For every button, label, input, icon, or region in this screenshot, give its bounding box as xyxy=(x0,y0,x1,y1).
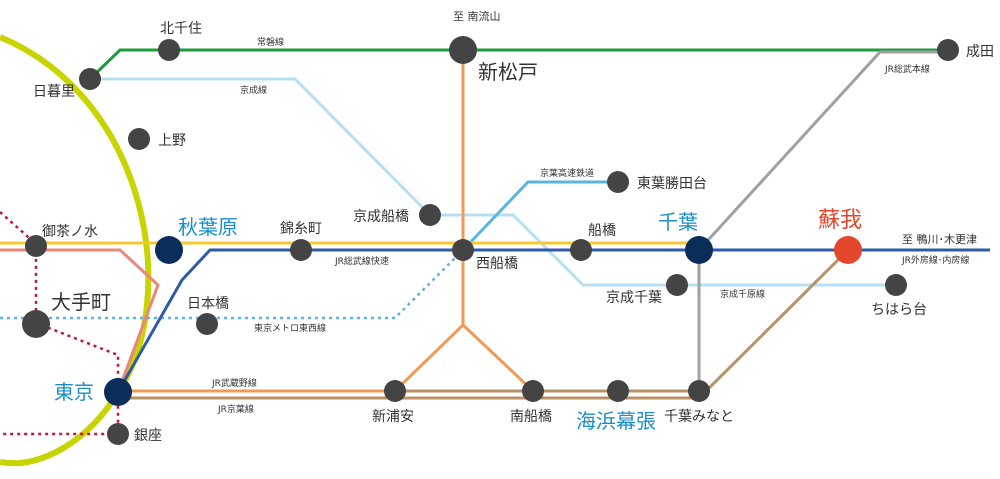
station-kaihin-makuhari-label: 海浜幕張 xyxy=(576,409,656,433)
station-minami-funabashi-dot[interactable] xyxy=(522,380,544,402)
station-ochanomizu-label: 御茶ノ水 xyxy=(42,224,98,240)
tozai-line xyxy=(0,249,464,320)
joban-label: 常磐線 xyxy=(257,36,284,48)
station-nippori-dot[interactable] xyxy=(79,68,101,90)
musashino-line xyxy=(118,50,465,393)
station-chiba-minato-dot[interactable] xyxy=(688,380,710,402)
station-shin-urayasu-dot[interactable] xyxy=(384,380,406,402)
musashino-branch xyxy=(461,323,535,393)
station-keisei-chiba-label: 京成千葉 xyxy=(606,290,662,306)
station-tokyo-dot[interactable] xyxy=(104,378,132,406)
station-shinmatsudo-dot[interactable] xyxy=(449,36,477,64)
station-nihonbashi-label: 日本橋 xyxy=(187,296,229,312)
station-otemachi-label: 大手町 xyxy=(51,290,111,314)
station-tokyo-label: 東京 xyxy=(54,380,94,404)
station-chiba-label: 千葉 xyxy=(658,210,698,234)
station-keisei-funabashi-dot[interactable] xyxy=(419,204,441,226)
musashino-label: JR武蔵野線 xyxy=(211,377,257,389)
station-soga-dot[interactable] xyxy=(834,236,862,264)
station-otemachi-dot[interactable] xyxy=(22,310,50,338)
station-ginza-dot[interactable] xyxy=(107,423,129,445)
station-funabashi-label: 船橋 xyxy=(588,223,616,239)
sobu-rapid-line xyxy=(116,248,990,393)
keiyo-label: JR京葉線 xyxy=(217,403,254,415)
sobu-main-line xyxy=(697,50,948,252)
station-kitasenju-label: 北千住 xyxy=(160,21,202,37)
station-kaihin-makuhari-dot[interactable] xyxy=(607,380,629,402)
station-funabashi-dot[interactable] xyxy=(570,239,592,261)
station-ueno-label: 上野 xyxy=(158,133,186,149)
station-shin-urayasu-label: 新浦安 xyxy=(372,409,414,425)
tozai-label: 東京メトロ東西線 xyxy=(254,322,326,334)
marunouchi-line xyxy=(0,248,160,393)
station-keisei-funabashi-label: 京成船橋 xyxy=(353,209,409,225)
station-nippori-label: 日暮里 xyxy=(33,84,75,100)
dest-minami-nagareyama: 至 南流山 xyxy=(453,9,501,23)
joban-line xyxy=(88,48,948,81)
sobu-main-label: JR総武本線 xyxy=(884,63,930,75)
station-toyo-katsutadai-dot[interactable] xyxy=(607,171,629,193)
station-chiba-dot[interactable] xyxy=(685,236,713,264)
station-soga-label: 蘇我 xyxy=(818,208,862,233)
yamanote-line xyxy=(0,34,152,467)
station-akihabara-label: 秋葉原 xyxy=(178,215,238,239)
keisei-label: 京成線 xyxy=(240,84,267,96)
keisei-chiba-label: 京成千原線 xyxy=(720,288,765,300)
station-akihabara-dot[interactable] xyxy=(155,236,183,264)
station-narita-label: 成田 xyxy=(966,44,994,60)
station-narita-dot[interactable] xyxy=(937,39,959,61)
station-minami-funabashi-label: 南船橋 xyxy=(510,409,552,425)
sobu-rapid-label: JR総武線快速 xyxy=(334,255,389,267)
dest-sotobo-uchibo: JR外房線･内房線 xyxy=(901,254,969,266)
station-kitasenju-dot[interactable] xyxy=(158,39,180,61)
station-shinmatsudo-label: 新松戸 xyxy=(478,60,538,84)
station-ginza-label: 銀座 xyxy=(134,428,162,444)
station-chihara-dai-label: ちはら台 xyxy=(871,302,927,318)
keisei-line xyxy=(90,77,895,287)
dest-kamogawa-kisarazu: 至 鴨川･木更津 xyxy=(902,232,977,246)
station-ueno-dot[interactable] xyxy=(128,128,150,150)
station-toyo-katsutadai-label: 東葉勝田台 xyxy=(637,176,707,192)
station-keisei-chiba-dot[interactable] xyxy=(666,274,688,296)
station-nishifunabashi-label: 西船橋 xyxy=(476,256,518,272)
station-chihara-dai-dot[interactable] xyxy=(885,274,907,296)
keiyo-line xyxy=(118,248,850,400)
station-kinshicho-label: 錦糸町 xyxy=(280,220,322,237)
station-kinshicho-dot[interactable] xyxy=(290,239,312,261)
station-nihonbashi-dot[interactable] xyxy=(196,313,218,335)
station-ochanomizu-dot[interactable] xyxy=(25,235,47,257)
toyo-rapid-line xyxy=(461,180,618,252)
station-chiba-minato-label: 千葉みなと xyxy=(664,409,734,425)
station-nishifunabashi-dot[interactable] xyxy=(452,239,474,261)
toyo-rapid-label: 京葉高速鉄道 xyxy=(540,167,594,179)
